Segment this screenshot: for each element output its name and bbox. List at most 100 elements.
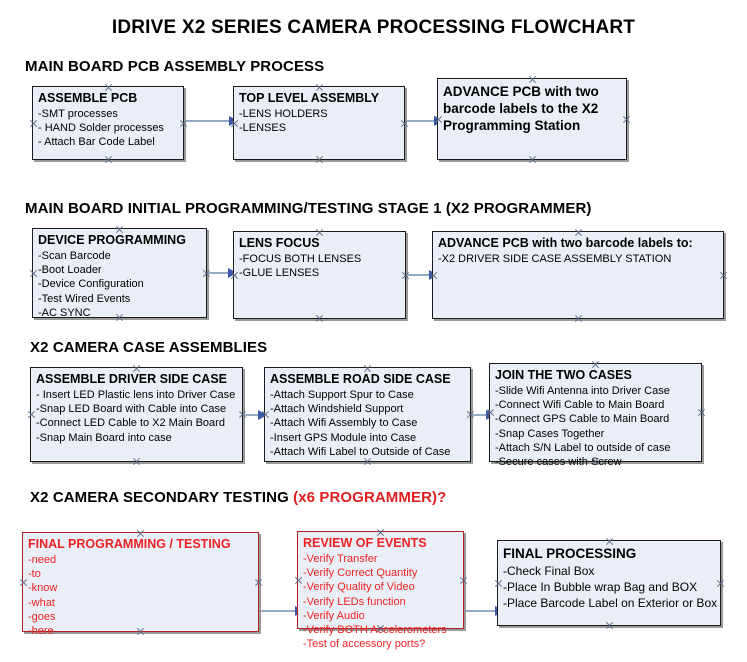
node-top-level-assembly[interactable]: TOP LEVEL ASSEMBLY -LENS HOLDERS -LENSES [233, 86, 405, 160]
page-title: IDRIVE X2 SERIES CAMERA PROCESSING FLOWC… [111, 17, 636, 38]
section-heading-3-text: X2 CAMERA CASE ASSEMBLIES [30, 339, 268, 356]
connector-handle-right[interactable] [697, 408, 706, 417]
node-final-programming-testing[interactable]: FINAL PROGRAMMING / TESTING -need -to -k… [19, 532, 259, 637]
node-line: -Attach Support Spur to Case [270, 389, 414, 401]
node-line: -Verify BOTH Accelerometers [303, 624, 447, 637]
connector-handle-left[interactable] [29, 269, 38, 278]
connector-handle-bottom[interactable] [574, 314, 583, 323]
node-title: FINAL PROCESSING [503, 546, 637, 561]
connector-handle-bottom[interactable] [132, 457, 141, 466]
node-final-processing[interactable]: FINAL PROCESSING -Check Final Box -Place… [497, 540, 721, 626]
node-line: -Scan Barcode [38, 250, 111, 262]
connector-handle-left[interactable] [494, 579, 503, 588]
node-title: REVIEW OF EVENTS [303, 536, 427, 550]
node-line-overflow: -Test of accessory ports? [303, 638, 426, 651]
arrow-roadside-to-join [473, 410, 495, 420]
section-heading-1: MAIN BOARD PCB ASSEMBLY PROCESS [25, 58, 324, 75]
node-line: -Test Wired Events [38, 292, 131, 305]
connector-handle-bottom[interactable] [104, 155, 113, 164]
node-line: -Connect Wifi Cable to Main Board [495, 399, 665, 412]
node-line: -Attach Windshield Support [270, 403, 404, 416]
node-title: LENS FOCUS [239, 236, 320, 250]
arrow-review-to-finalprocessing [466, 606, 504, 616]
arrow-toplevel-to-advance [407, 116, 443, 126]
node-line: -Place Barcode Label on Exterior or Box [503, 596, 718, 610]
node-lens-focus[interactable]: LENS FOCUS -FOCUS BOTH LENSES -GLUE LENS… [233, 231, 406, 319]
connector-handle-bottom[interactable] [605, 621, 614, 630]
node-line: -goes [28, 610, 56, 623]
node-line: -FOCUS BOTH LENSES [239, 253, 362, 265]
arrow-head-icon [228, 268, 237, 278]
arrow-driverside-to-roadside [245, 410, 267, 420]
node-title: ASSEMBLE DRIVER SIDE CASE [36, 372, 228, 386]
connector-handle-bottom[interactable] [528, 155, 537, 164]
node-line: -Attach Wifi Assembly to Case [270, 417, 418, 430]
arrow-head-icon [258, 410, 267, 420]
node-line: - HAND Solder processes [38, 122, 164, 135]
connector-handle-left[interactable] [27, 410, 36, 419]
node-line: -Verify Transfer [303, 553, 378, 565]
connector-handle-right[interactable] [254, 578, 263, 587]
connector-handle-bottom[interactable] [315, 155, 324, 164]
node-device-programming[interactable]: DEVICE PROGRAMMING -Scan Barcode -Boot L… [29, 228, 207, 319]
arrow-pcb-to-toplevel [186, 116, 238, 126]
node-review-of-events[interactable]: REVIEW OF EVENTS -Verify Transfer -Verif… [294, 531, 464, 650]
connector-handle-right[interactable] [716, 579, 725, 588]
node-title: ADVANCE PCB with two barcode labels to t… [443, 84, 599, 133]
node-line: -GLUE LENSES [239, 267, 320, 280]
node-line: -X2 DRIVER SIDE CASE ASSEMBLY STATION [438, 253, 672, 265]
node-join-the-two-cases[interactable]: JOIN THE TWO CASES -Slide Wifi Antenna i… [489, 363, 702, 468]
node-line: -Slide Wifi Antenna into Driver Case [495, 385, 670, 397]
node-line: -AC SYNC [38, 306, 91, 319]
node-line: -to [28, 568, 41, 581]
section-heading-2-text: MAIN BOARD INITIAL PROGRAMMING/TESTING S… [25, 200, 592, 217]
node-line: -LENS HOLDERS [239, 108, 328, 120]
node-line: -Verify Quality of Video [303, 581, 415, 594]
connector-handle-bottom[interactable] [315, 314, 324, 323]
node-line: -Place In Bubble wrap Bag and BOX [503, 580, 698, 594]
connector-handle-right[interactable] [459, 576, 468, 585]
node-line: -LENSES [239, 122, 287, 135]
section-heading-4: X2 CAMERA SECONDARY TESTING (x6 PROGRAMM… [30, 489, 446, 506]
node-line: - Attach Bar Code Label [38, 136, 155, 149]
node-line: -SMT processes [38, 108, 118, 120]
section-heading-4-text: X2 CAMERA SECONDARY TESTING [30, 489, 289, 506]
connector-handle-left[interactable] [29, 119, 38, 128]
section-heading-4-accent: (x6 PROGRAMMER)? [293, 489, 447, 506]
node-assemble-road-side-case[interactable]: ASSEMBLE ROAD SIDE CASE -Attach Support … [264, 367, 471, 462]
node-line: -Snap Main Board into case [36, 431, 172, 444]
connector-handle-left[interactable] [294, 576, 303, 585]
node-line: -Verify Audio [303, 609, 365, 622]
node-line: -Attach Wifi Label to Outside of Case [270, 445, 451, 458]
node-line: -Verify LEDs function [303, 595, 406, 608]
node-title: ASSEMBLE PCB [38, 91, 138, 105]
node-line: -Insert GPS Module into Case [270, 431, 417, 444]
section-heading-1-text: MAIN BOARD PCB ASSEMBLY PROCESS [25, 58, 325, 75]
node-title: FINAL PROGRAMMING / TESTING [28, 537, 231, 551]
node-line: -Connect LED Cable to X2 Main Board [36, 417, 225, 430]
node-line: -Snap Cases Together [495, 427, 605, 440]
node-line: -Snap LED Board with Cable into Case [36, 403, 227, 416]
node-title: TOP LEVEL ASSEMBLY [239, 91, 380, 105]
connector-handle-right[interactable] [622, 115, 631, 124]
node-title: DEVICE PROGRAMMING [38, 233, 186, 247]
node-line: -know [28, 582, 58, 595]
node-advance-pcb-programming-station[interactable]: ADVANCE PCB with two barcode labels to t… [437, 78, 627, 160]
node-line: -need [28, 554, 57, 566]
node-line: -here [28, 625, 54, 638]
arrow-device-to-lensfocus [209, 268, 237, 278]
node-line: -Secure cases with Screw [495, 456, 622, 469]
connector-handle-left[interactable] [19, 578, 28, 587]
arrow-finalprog-to-review [261, 606, 304, 616]
node-line: -Attach S/N Label to outside of case [495, 441, 671, 454]
node-line: -Connect GPS Cable to Main Board [495, 413, 670, 426]
node-line: - Insert LED Plastic lens into Driver Ca… [36, 389, 236, 401]
node-assemble-pcb[interactable]: ASSEMBLE PCB -SMT processes - HAND Solde… [32, 86, 184, 160]
node-assemble-driver-side-case[interactable]: ASSEMBLE DRIVER SIDE CASE - Insert LED P… [30, 367, 243, 462]
node-line: -Boot Loader [38, 264, 102, 277]
connector-handle-right[interactable] [719, 271, 728, 280]
node-title: ADVANCE PCB with two barcode labels to: [438, 236, 693, 250]
node-line: -Check Final Box [503, 564, 595, 578]
node-advance-pcb-driver-side[interactable]: ADVANCE PCB with two barcode labels to: … [432, 231, 724, 319]
